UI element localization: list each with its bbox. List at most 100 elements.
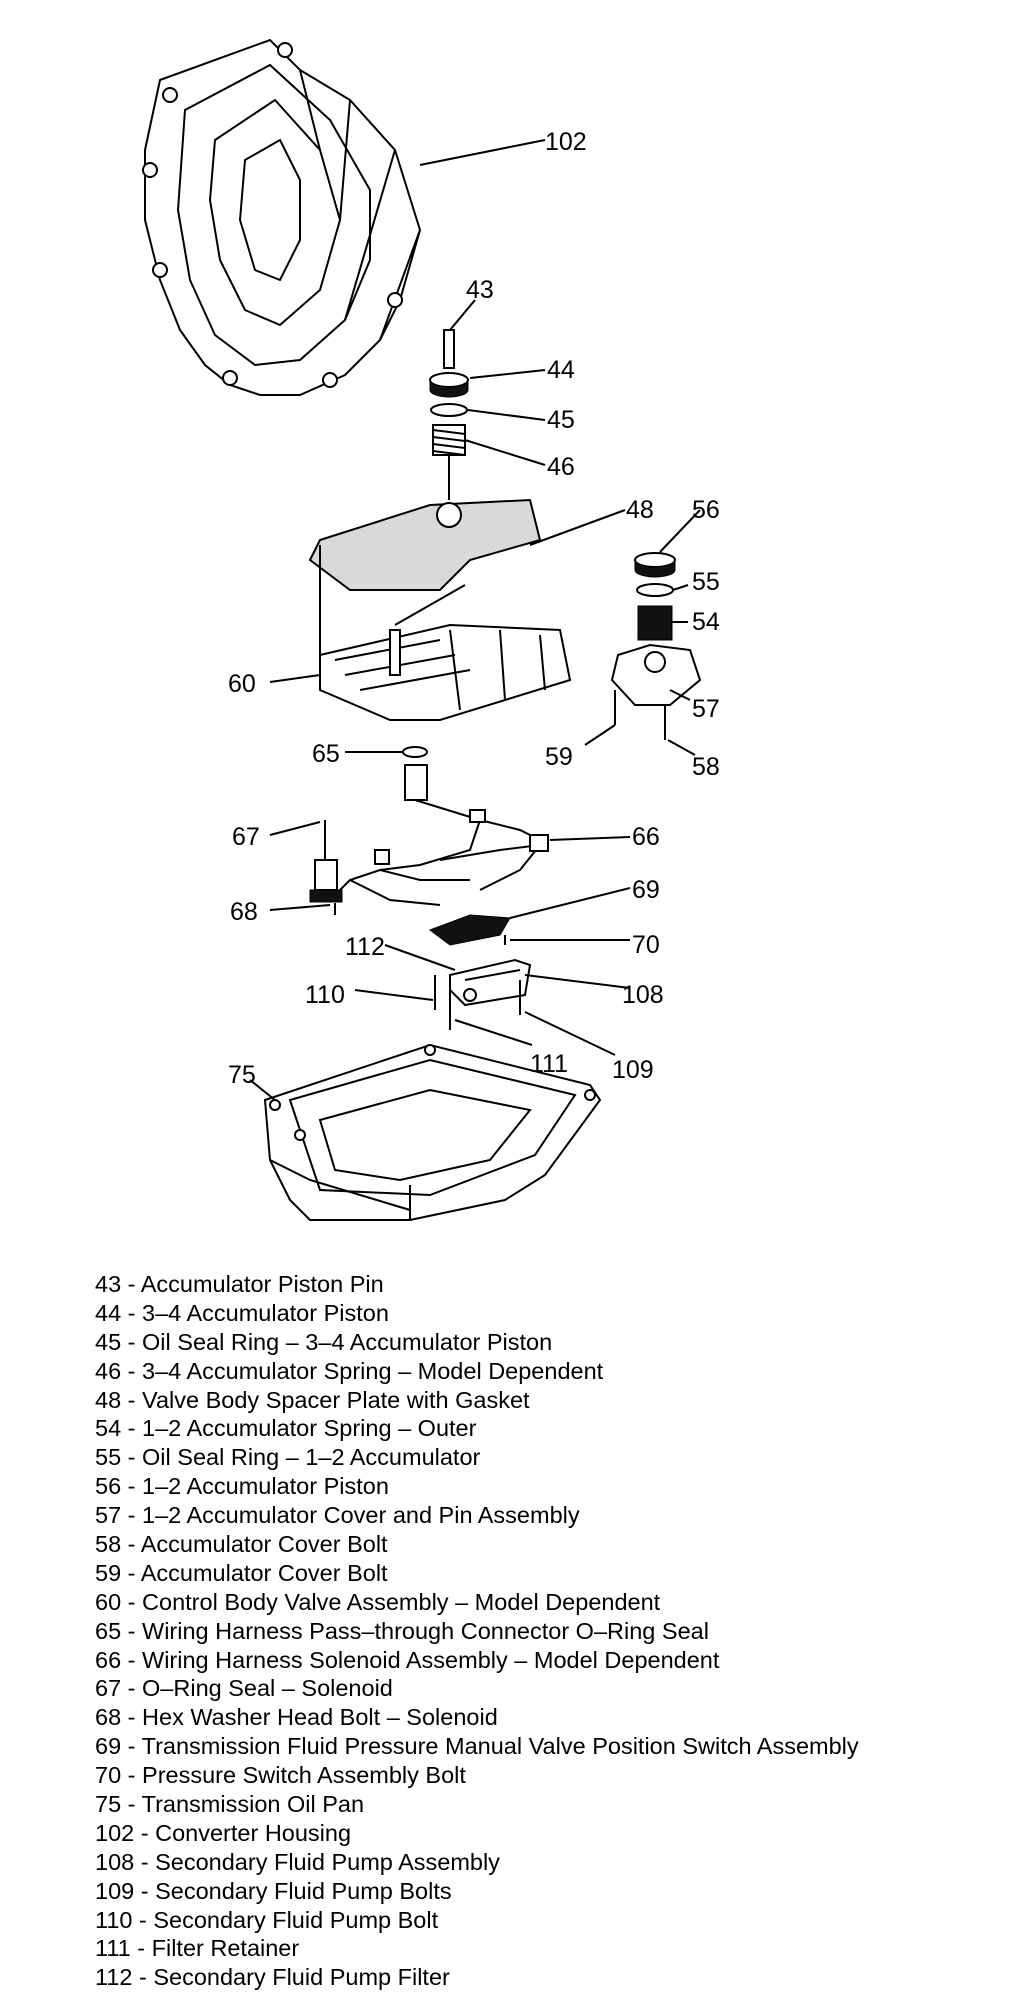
callout-48: 48 <box>626 496 654 524</box>
legend-number: 60 <box>95 1589 142 1615</box>
callout-112: 112 <box>345 933 385 961</box>
pass-through-seal <box>402 746 428 758</box>
legend-number: 102 <box>95 1820 155 1846</box>
legend-item: 45Oil Seal Ring – 3–4 Accumulator Piston <box>95 1328 995 1357</box>
callout-110: 110 <box>305 981 345 1009</box>
callout-55: 55 <box>692 568 720 596</box>
callout-58: 58 <box>692 753 720 781</box>
callout-45: 45 <box>547 406 575 434</box>
legend-text: 1–2 Accumulator Cover and Pin Assembly <box>142 1502 580 1529</box>
legend-text: Secondary Fluid Pump Filter <box>153 1964 450 1991</box>
legend-number: 67 <box>95 1675 142 1701</box>
legend-number: 58 <box>95 1531 141 1557</box>
legend-number: 54 <box>95 1415 142 1441</box>
callout-43: 43 <box>466 276 494 304</box>
callout-70: 70 <box>632 931 660 959</box>
solenoid <box>309 820 343 915</box>
legend-item: 70Pressure Switch Assembly Bolt <box>95 1761 995 1790</box>
legend-number: 109 <box>95 1878 155 1904</box>
legend-text: Secondary Fluid Pump Assembly <box>155 1848 500 1875</box>
legend-number: 68 <box>95 1704 142 1730</box>
parts-legend: 43Accumulator Piston Pin 443–4 Accumulat… <box>95 1270 995 1992</box>
legend-number: 48 <box>95 1387 142 1413</box>
legend-text: Control Body Valve Assembly – Model Depe… <box>142 1588 661 1615</box>
callout-102: 102 <box>545 128 587 156</box>
legend-text: Accumulator Cover Bolt <box>140 1531 388 1558</box>
legend-number: 56 <box>95 1473 142 1499</box>
legend-text: Transmission Oil Pan <box>141 1791 365 1818</box>
exploded-diagram: 102 43 44 45 46 48 56 55 54 60 57 65 59 … <box>142 38 720 1221</box>
legend-text: Wiring Harness Pass–through Connector O–… <box>142 1617 709 1644</box>
legend-text: 3–4 Accumulator Piston <box>142 1299 389 1326</box>
pressure-switch <box>428 914 511 946</box>
transmission-oil-pan <box>263 1043 602 1221</box>
legend-text: Accumulator Cover Bolt <box>140 1559 388 1586</box>
callout-54: 54 <box>692 608 720 636</box>
legend-number: 59 <box>95 1560 141 1586</box>
legend-number: 75 <box>95 1791 142 1817</box>
legend-text: O–Ring Seal – Solenoid <box>142 1675 393 1702</box>
legend-text: Oil Seal Ring – 1–2 Accumulator <box>142 1444 481 1471</box>
legend-item: 109Secondary Fluid Pump Bolts <box>95 1877 995 1906</box>
legend-text: Pressure Switch Assembly Bolt <box>142 1762 466 1789</box>
legend-item: 75Transmission Oil Pan <box>95 1790 995 1819</box>
legend-number: 45 <box>95 1329 142 1355</box>
callout-65: 65 <box>312 740 340 768</box>
oil-seal-ring-3-4 <box>430 403 468 417</box>
legend-item: 65Wiring Harness Pass–through Connector … <box>95 1617 995 1646</box>
legend-number: 55 <box>95 1444 142 1470</box>
callout-108: 108 <box>622 981 664 1009</box>
legend-number: 43 <box>95 1271 141 1297</box>
legend-number: 44 <box>95 1300 142 1326</box>
legend-item: 561–2 Accumulator Piston <box>95 1472 995 1501</box>
legend-item: 463–4 Accumulator Spring – Model Depende… <box>95 1357 995 1386</box>
leader-lines <box>249 139 701 1101</box>
legend-item: 111Filter Retainer <box>95 1934 995 1963</box>
legend-text: Accumulator Piston Pin <box>140 1271 384 1297</box>
callout-labels: 102 43 44 45 46 48 56 55 54 60 57 65 59 … <box>228 128 720 1089</box>
legend-item: 571–2 Accumulator Cover and Pin Assembly <box>95 1501 995 1530</box>
legend-item: 48Valve Body Spacer Plate with Gasket <box>95 1386 995 1415</box>
legend-item: 67O–Ring Seal – Solenoid <box>95 1674 995 1703</box>
accumulator-spring-3-4 <box>432 424 466 456</box>
legend-item: 68Hex Washer Head Bolt – Solenoid <box>95 1703 995 1732</box>
legend-item: 110Secondary Fluid Pump Bolt <box>95 1906 995 1935</box>
callout-44: 44 <box>547 356 575 384</box>
legend-text: Transmission Fluid Pressure Manual Valve… <box>141 1733 859 1760</box>
legend-number: 65 <box>95 1618 142 1644</box>
legend-item: 541–2 Accumulator Spring – Outer <box>95 1414 995 1443</box>
legend-number: 57 <box>95 1502 142 1528</box>
accumulator-piston-3-4 <box>429 372 469 398</box>
legend-text: Converter Housing <box>155 1819 352 1846</box>
legend-number: 70 <box>95 1762 142 1788</box>
legend-text: 1–2 Accumulator Spring – Outer <box>142 1415 477 1442</box>
callout-60: 60 <box>228 670 256 698</box>
legend-item: 43Accumulator Piston Pin <box>95 1270 995 1299</box>
legend-text: Oil Seal Ring – 3–4 Accumulator Piston <box>142 1328 553 1355</box>
oil-seal-ring-1-2 <box>636 583 674 597</box>
callout-66: 66 <box>632 823 660 851</box>
control-body-valve <box>319 623 572 721</box>
legend-number: 112 <box>95 1964 153 1990</box>
legend-item: 69Transmission Fluid Pressure Manual Val… <box>95 1732 995 1761</box>
legend-item: 443–4 Accumulator Piston <box>95 1299 995 1328</box>
callout-75: 75 <box>228 1061 256 1089</box>
callout-67: 67 <box>232 823 260 851</box>
callout-68: 68 <box>230 898 258 926</box>
wiring-harness <box>339 799 549 906</box>
legend-item: 55Oil Seal Ring – 1–2 Accumulator <box>95 1443 995 1472</box>
legend-number: 108 <box>95 1849 155 1875</box>
legend-item: 66Wiring Harness Solenoid Assembly – Mod… <box>95 1646 995 1675</box>
legend-text: Wiring Harness Solenoid Assembly – Model… <box>142 1646 720 1673</box>
legend-item: 59Accumulator Cover Bolt <box>95 1559 995 1588</box>
secondary-fluid-pump <box>449 958 532 1007</box>
legend-text: Filter Retainer <box>151 1935 300 1962</box>
legend-text: Valve Body Spacer Plate with Gasket <box>142 1386 530 1413</box>
legend-item: 58Accumulator Cover Bolt <box>95 1530 995 1559</box>
callout-56: 56 <box>692 496 720 524</box>
legend-text: 3–4 Accumulator Spring – Model Dependent <box>142 1357 604 1384</box>
legend-number: 66 <box>95 1647 142 1673</box>
callout-46: 46 <box>547 453 575 481</box>
accumulator-spring-1-2 <box>637 605 673 641</box>
legend-text: Secondary Fluid Pump Bolt <box>153 1906 439 1933</box>
